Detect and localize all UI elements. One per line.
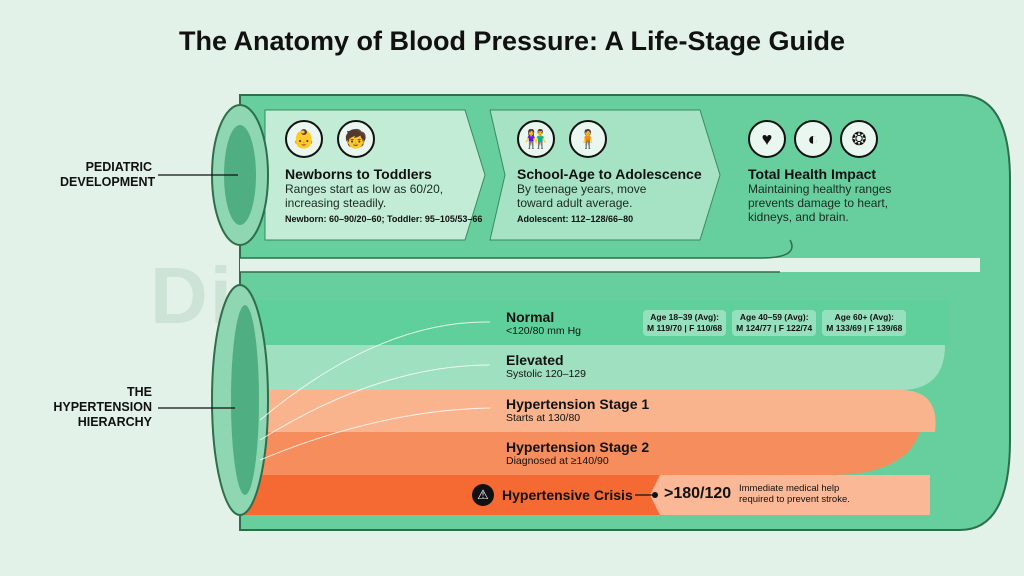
band-stage2 [240,432,920,475]
stage-text: By teenage years, move toward adult aver… [517,182,647,210]
stage-title: Total Health Impact [748,166,877,182]
adult-averages: Age 18–39 (Avg):M 119/70 | F 110/68 Age … [643,310,907,336]
stage-title: School-Age to Adolescence [517,166,702,182]
band-elevated-label: Elevated Systolic 120–129 [506,352,586,380]
children-icon: 👫 [517,120,555,158]
stage-title: Newborns to Toddlers [285,166,432,182]
band-title: Normal [506,309,555,325]
band-elevated [240,345,945,390]
band-text: <120/80 mm Hg [506,325,581,337]
band-text: Starts at 130/80 [506,412,581,424]
band-title: Hypertension Stage 1 [506,396,650,412]
band-title: Elevated [506,352,564,368]
stage-text: Maintaining healthy ranges prevents dama… [748,182,892,224]
page-title: The Anatomy of Blood Pressure: A Life-St… [178,26,846,56]
pediatric-label: PEDIATRIC DEVELOPMENT [60,160,156,189]
band-stage1 [240,390,936,432]
band-crisis-dark [240,475,660,515]
band-stage2-label: Hypertension Stage 2 Diagnosed at ≥140/9… [506,439,649,467]
stage-text: Ranges start as low as 60/20, increasing… [285,182,444,210]
adolescent-icon: 🧍 [569,120,607,158]
stage-health-impact: ♥ ◐ ❂ Total Health Impact Maintaining he… [748,120,918,224]
average-18-39: Age 18–39 (Avg):M 119/70 | F 110/68 [643,310,727,336]
band-normal-label: Normal <120/80 mm Hg [506,309,581,337]
band-normal [240,300,950,345]
kidney-icon: ◐ [794,120,832,158]
crisis-value: >180/120 [664,485,732,502]
brain-icon: ❂ [840,120,878,158]
toddler-icon: 🧒 [337,120,375,158]
band-text: Systolic 120–129 [506,368,586,380]
band-text: Diagnosed at ≥140/90 [506,455,609,467]
average-40-59: Age 40–59 (Avg):M 124/77 | F 122/74 [732,310,817,336]
band-title: Hypertension Stage 2 [506,439,650,455]
crisis-text: Immediate medical help required to preve… [739,483,850,505]
hierarchy-label: THE HYPERTENSION HIERARCHY [53,385,152,429]
stage-newborns: 👶 🧒 Newborns to Toddlers Ranges start as… [285,120,483,224]
tube-gap [240,258,980,272]
baby-icon: 👶 [285,120,323,158]
stage-detail: Newborn: 60–90/20–60; Toddler: 95–105/53… [285,214,483,224]
band-title: Hypertensive Crisis [502,487,633,503]
stage-school-age: 👫 🧍 School-Age to Adolescence By teenage… [517,120,702,224]
average-60-plus: Age 60+ (Avg):M 133/69 | F 139/68 [822,310,907,336]
warning-icon: ⚠ [472,484,494,506]
band-crisis-label: ⚠ Hypertensive Crisis [472,484,633,506]
band-stage1-label: Hypertension Stage 1 Starts at 130/80 [506,396,649,424]
stage-detail: Adolescent: 112–128/66–80 [517,214,634,224]
heart-icon: ♥ [748,120,786,158]
